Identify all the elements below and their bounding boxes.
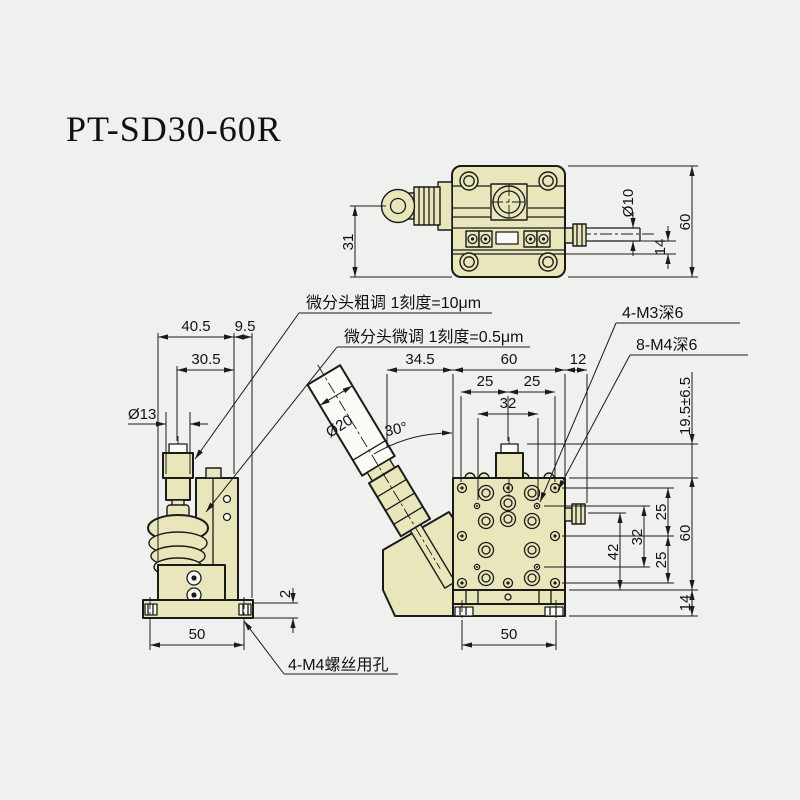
- dim-front-50: 50: [461, 620, 557, 650]
- dim-top-60: 60: [568, 165, 698, 278]
- top-view: 31 Ø10 14 60: [340, 165, 698, 278]
- center-knob-icon: [490, 183, 528, 221]
- micrometer-top-icon: [380, 181, 453, 231]
- dim-60-front: 60: [501, 351, 518, 368]
- dim-25-bottom: 25: [653, 552, 670, 569]
- base-plate-icon: [142, 597, 254, 623]
- dim-phi10: Ø10: [620, 189, 637, 217]
- corner-screws-icon: [459, 171, 558, 272]
- top-knob-icon: [495, 437, 524, 497]
- dim-side-30-5: 30.5: [176, 351, 234, 441]
- callout-fine: 微分头微调 1刻度=0.5μm: [205, 328, 530, 513]
- dim-14: 14: [652, 239, 669, 256]
- front-view: Ø20 30°: [306, 351, 698, 650]
- dim-31: 31: [340, 234, 357, 251]
- dim-14-v: 14: [677, 595, 694, 612]
- dim-25-right: 25: [524, 373, 541, 390]
- callout-base-holes: 4-M4螺丝用孔: [243, 620, 398, 675]
- callout-4m4: 4-M4螺丝用孔: [288, 656, 388, 674]
- dim-front-top: 34.5 60 12 25 25 32: [386, 351, 588, 503]
- dim-top-14: 14: [565, 226, 676, 269]
- dim-2: 2: [277, 590, 294, 598]
- dim-30-5: 30.5: [191, 351, 220, 368]
- dim-19-5: 19.5±6.5: [677, 377, 694, 435]
- dim-32-h: 32: [500, 395, 517, 412]
- output-shaft-icon: [564, 223, 641, 247]
- micrometer-side-icon: [147, 443, 209, 577]
- dim-12: 12: [570, 351, 587, 368]
- dim-32-v: 32: [629, 529, 646, 546]
- dim-50-side: 50: [189, 626, 206, 643]
- drawing-title: PT-SD30-60R: [66, 109, 282, 149]
- dim-60-v: 60: [677, 525, 694, 542]
- callout-coarse-text: 微分头粗调 1刻度=10μm: [306, 294, 481, 312]
- rail-clamps-icon: [465, 230, 551, 248]
- dim-40-5: 40.5: [181, 318, 210, 335]
- dim-50-front: 50: [501, 626, 518, 643]
- angled-micrometer-icon: [306, 364, 456, 589]
- callout-m4: 8-M4深6: [557, 336, 748, 491]
- dim-side-d13: Ø13: [128, 406, 208, 474]
- dim-25-left: 25: [477, 373, 494, 390]
- face-holes-icon: [456, 482, 561, 589]
- dim-9-5: 9.5: [235, 318, 256, 335]
- dim-25-top: 25: [653, 504, 670, 521]
- callout-m4-text: 8-M4深6: [636, 336, 697, 354]
- dim-34-5: 34.5: [405, 351, 434, 368]
- dim-42: 42: [605, 544, 622, 561]
- dim-phi13: Ø13: [128, 406, 156, 423]
- callout-fine-text: 微分头微调 1刻度=0.5μm: [344, 328, 523, 346]
- front-shaft-icon: [564, 503, 586, 525]
- dim-side-2: 2: [253, 588, 298, 633]
- dim-60: 60: [677, 214, 694, 231]
- dim-30deg: 30°: [383, 419, 409, 440]
- callout-m3: 4-M3深6: [539, 304, 740, 503]
- dim-top-d10: Ø10: [620, 189, 637, 256]
- dim-front-right: 19.5±6.5 60 14 25 25 32 42: [527, 372, 698, 617]
- callout-coarse: 微分头粗调 1刻度=10μm: [194, 294, 492, 460]
- dim-top-31: 31: [340, 205, 452, 278]
- side-view: 40.5 9.5 30.5 Ø13 2 50: [128, 318, 398, 675]
- callout-m3-text: 4-M3深6: [622, 304, 683, 322]
- dim-side-50: 50: [149, 622, 245, 650]
- callouts: 微分头粗调 1刻度=10μm 微分头微调 1刻度=0.5μm 4-M3深6 8-…: [194, 294, 748, 513]
